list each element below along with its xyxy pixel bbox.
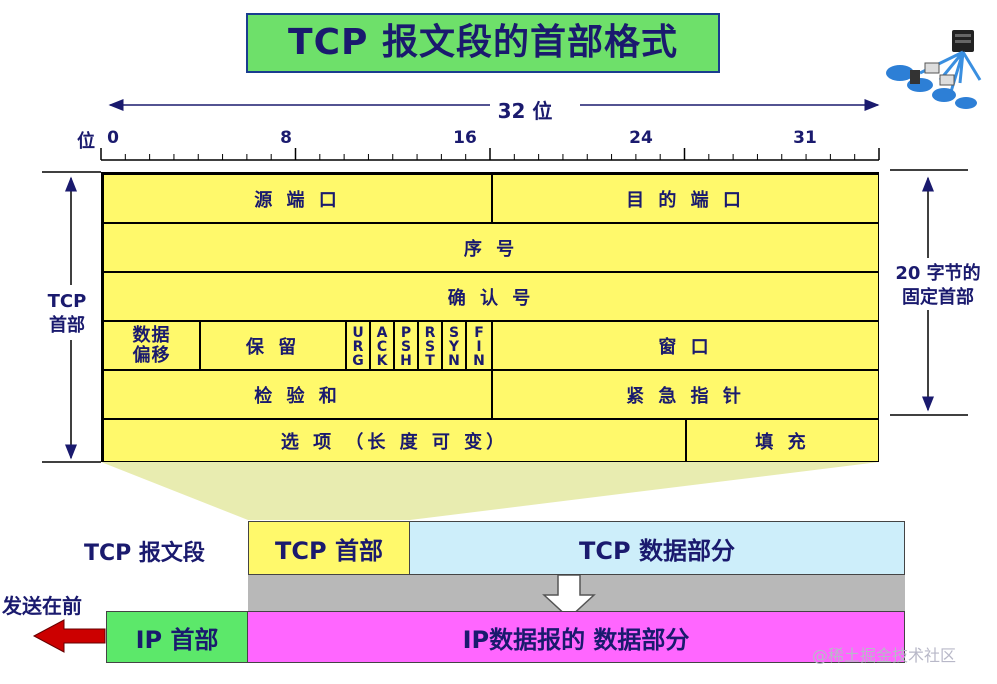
tcp-header-table: 源 端 口 目 的 端 口 序 号 确 认 号 数据 偏移 保 留 URG AC… (101, 172, 879, 462)
flag-fin-label: FIN (471, 324, 487, 367)
send-first-label: 发送在前 (2, 594, 82, 618)
flag-rst: RST (418, 321, 442, 370)
flag-fin: FIN (466, 321, 492, 370)
tcp-header-block: TCP 首部 (248, 521, 410, 575)
ip-header-block: IP 首部 (106, 611, 248, 663)
bit-label: 位 (77, 131, 95, 152)
tick-label-16: 16 (453, 128, 477, 148)
flag-urg-label: URG (350, 324, 366, 367)
data-offset-field: 数据 偏移 (103, 321, 200, 370)
tcp-header-side-label: TCP 首部 (40, 290, 94, 338)
flag-urg: URG (346, 321, 370, 370)
flag-syn-label: SYN (446, 324, 462, 367)
tick-label-31: 31 (793, 128, 817, 148)
flag-psh: PSH (394, 321, 418, 370)
urgent-pointer-field: 紧 急 指 针 (492, 370, 879, 419)
options-field: 选 项 （长 度 可 变） (103, 419, 686, 462)
tick-label-8: 8 (280, 128, 292, 148)
checksum-field: 检 验 和 (103, 370, 492, 419)
flag-ack-label: ACK (374, 324, 390, 367)
flag-ack: ACK (370, 321, 394, 370)
padding-field: 填 充 (686, 419, 879, 462)
reserved-field: 保 留 (200, 321, 346, 370)
flag-psh-label: PSH (398, 324, 414, 367)
sequence-number-field: 序 号 (103, 223, 879, 272)
fixed-header-side-label: 20 字节的 固定首部 (886, 262, 990, 310)
network-icon (886, 30, 982, 109)
bit-width-label: 32 位 (497, 99, 553, 123)
source-port-field: 源 端 口 (103, 174, 492, 223)
tick-label-0: 0 (107, 128, 119, 148)
window-field: 窗 口 (492, 321, 879, 370)
ip-data-block: IP数据报的 数据部分 (247, 611, 905, 663)
ack-number-field: 确 认 号 (103, 272, 879, 321)
flag-rst-label: RST (422, 324, 438, 367)
tick-label-24: 24 (629, 128, 653, 148)
watermark: @稀土掘金技术社区 (812, 646, 957, 665)
tcp-segment-label: TCP 报文段 (84, 541, 205, 566)
tcp-data-block: TCP 数据部分 (409, 521, 905, 575)
dest-port-field: 目 的 端 口 (492, 174, 879, 223)
page-title: TCP 报文段的首部格式 (246, 13, 720, 73)
flag-syn: SYN (442, 321, 466, 370)
